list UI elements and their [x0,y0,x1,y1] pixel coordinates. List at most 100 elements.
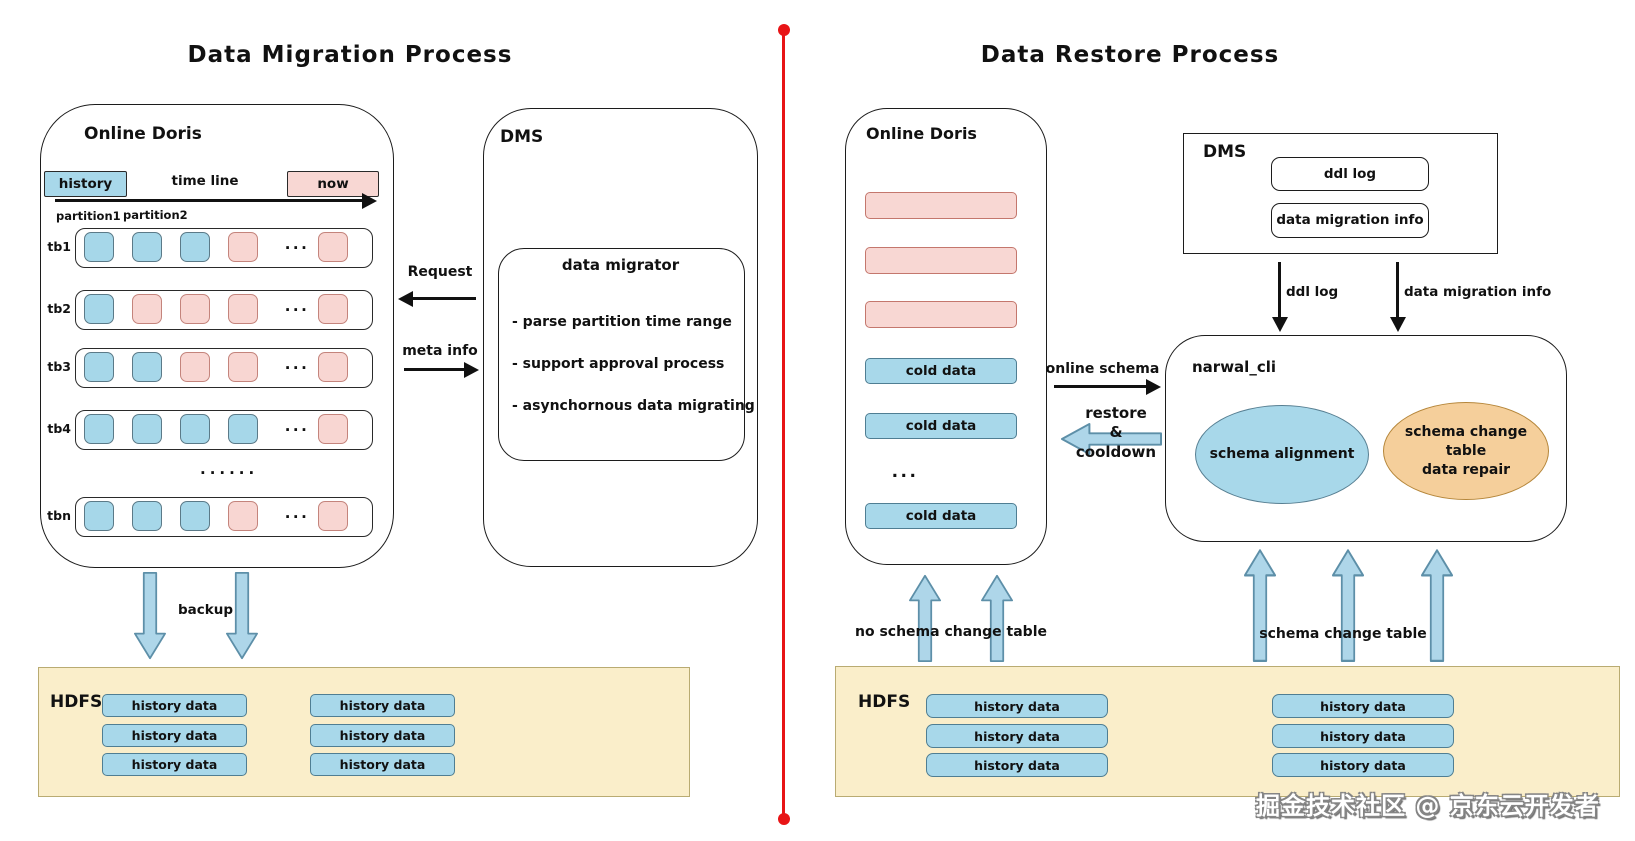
no-schema-arrow-up-icon [909,574,941,662]
partition-cell [318,414,348,444]
history-data-bar: history data [1272,753,1454,777]
history-data-bar: history data [1272,694,1454,718]
timeline-arrowhead-icon [362,192,377,209]
schema-change-repair-line1: schema change table [1404,423,1528,459]
left-title: Data Migration Process [187,42,513,68]
partition-cell [180,294,210,324]
schema-alignment-label: schema alignment [1209,446,1355,462]
right-dms-label: DMS [1203,142,1247,162]
partition-cell [84,294,114,324]
online-schema-arrow-line [1054,385,1148,388]
partition-cell [84,352,114,382]
partition-cell [180,501,210,531]
history-data-bar: history data [926,753,1108,777]
history-data-bar: history data [310,724,455,747]
history-data-bar: history data [926,724,1108,748]
migrator-item: - parse partition time range [512,314,732,330]
history-data-bar: history data [1272,724,1454,748]
schema-change-table-label: schema change table [1259,626,1427,642]
hot-data-bar [865,301,1017,328]
restore-arrow-left-icon [1060,423,1162,455]
row-label-tb1: tb1 [47,239,71,254]
row-label-tb4: tb4 [47,421,71,436]
divider-dot [778,24,790,36]
partition-cell [132,414,162,444]
right-title: Data Restore Process [980,42,1280,68]
partition-cell [318,294,348,324]
right-hdfs-label: HDFS [858,692,911,712]
request-arrowhead-icon [398,290,413,307]
cooldown-label: cooldown [1075,443,1157,461]
data-migration-info-arrowhead-icon [1389,317,1406,332]
migrator-item: - asynchornous data migrating [512,398,755,414]
meta-info-arrowhead-icon [464,361,479,378]
row-label-tb2: tb2 [47,301,71,316]
partition-cell [84,232,114,262]
table-row-tbn: ... [75,497,373,537]
partition-cell [318,232,348,262]
partition-cell [228,352,258,382]
history-data-bar: history data [102,753,247,776]
backup-arrow-down-icon [226,572,258,660]
online-schema-label: online schema [1045,361,1160,377]
table-row-tb3: ... [75,348,373,388]
left-hdfs-label: HDFS [50,692,103,712]
partition-cell [132,352,162,382]
history-data-bar: history data [102,694,247,717]
hot-data-bar [865,192,1017,219]
ddl-log-arrowhead-icon [1271,317,1288,332]
timeline-label: time line [171,173,239,189]
data-migrator-box [498,248,745,461]
cold-data-ellipsis: ... [891,462,919,482]
partition-cell [318,501,348,531]
partition-cell [84,501,114,531]
timeline-arrow-line [55,199,367,202]
partition-cell [318,352,348,382]
ddl-log-arrow-label: ddl log [1286,284,1339,300]
row-ellipsis: ... [284,417,310,435]
row-ellipsis: ... [284,504,310,522]
divider-dot [778,813,790,825]
rows-ellipsis: ...... [200,460,259,478]
partition-cell [132,501,162,531]
restore-label: restore [1085,404,1147,422]
now-legend-box: now [287,171,379,197]
data-migration-info-box: data migration info [1271,203,1429,238]
history-data-bar: history data [310,753,455,776]
online-schema-arrowhead-icon [1146,378,1161,395]
partition-cell [228,501,258,531]
ddl-log-arrow-line [1278,262,1281,318]
row-ellipsis: ... [284,355,310,373]
hot-data-bar [865,247,1017,274]
table-row-tb4: ... [75,410,373,450]
schema-change-repair-line2: data repair [1421,461,1511,478]
left-dms-label: DMS [500,127,544,147]
partition-cell [180,352,210,382]
data-migration-info-arrow-line [1396,262,1399,318]
row-ellipsis: ... [284,235,310,253]
narwal-cli-label: narwal_cli [1192,358,1276,376]
table-row-tb1: ... [75,228,373,268]
meta-info-arrow-line [404,368,468,371]
section-divider-line [782,29,786,818]
left-online-doris-label: Online Doris [84,124,202,144]
backup-arrow-down-icon [134,572,166,660]
migrator-item: - support approval process [512,356,725,372]
table-row-tb2: ... [75,290,373,330]
row-ellipsis: ... [284,297,310,315]
partition-cell [132,294,162,324]
partition-cell [228,232,258,262]
request-arrow-line [410,297,476,300]
cold-data-bar: cold data [865,413,1017,439]
right-online-doris-label: Online Doris [866,124,977,143]
schema-change-arrow-up-icon [1332,549,1364,662]
request-label: Request [407,264,473,280]
data-migration-info-arrow-label: data migration info [1404,284,1552,300]
ddl-log-box: ddl log [1271,157,1429,191]
row-label-tb3: tb3 [47,359,71,374]
partition-cell [180,414,210,444]
cold-data-bar: cold data [865,503,1017,529]
cold-data-bar: cold data [865,358,1017,384]
right-online-doris-box [845,108,1047,565]
